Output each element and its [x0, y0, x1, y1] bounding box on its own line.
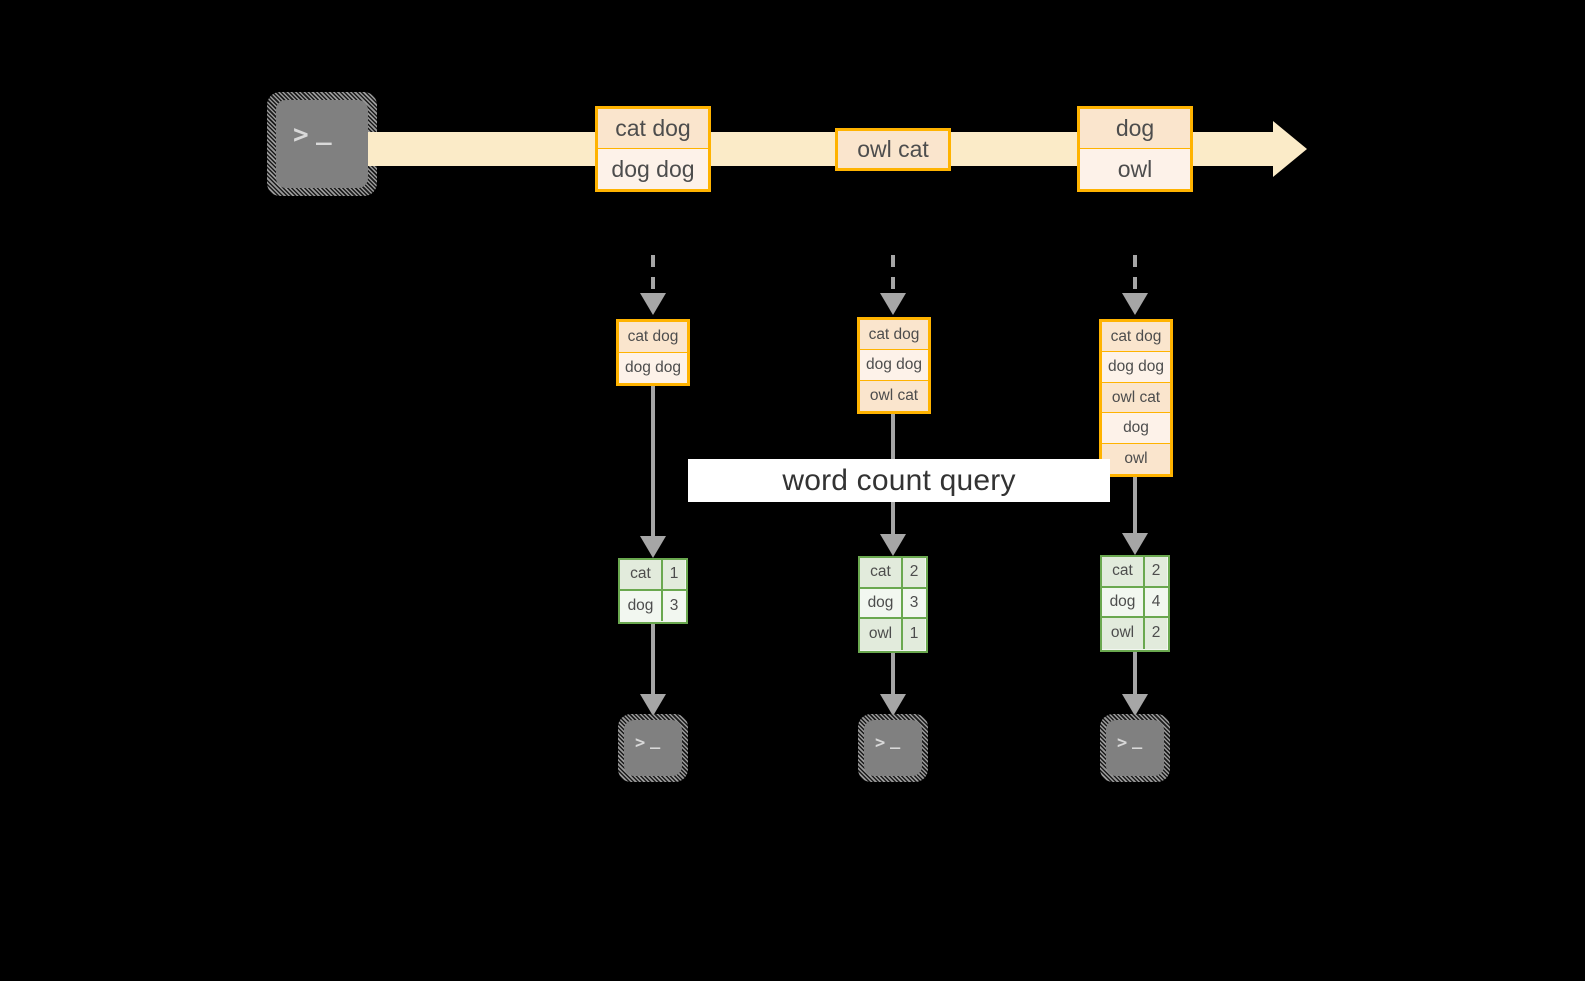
source-terminal-body	[276, 100, 368, 188]
input-row: dog dog	[860, 350, 928, 381]
sink-terminal-body-2	[864, 720, 922, 776]
feed-connector-line-1	[651, 255, 655, 295]
result-count-cell: 3	[663, 590, 685, 621]
table-row: cat 1	[620, 560, 686, 591]
query-band: word count query	[688, 459, 1110, 502]
sink-connector-line-1	[651, 624, 655, 696]
sink-terminal-cursor-glyph-1: _	[650, 730, 661, 750]
stream-record: owl	[1080, 149, 1190, 189]
feed-connector-arrowhead-1	[640, 293, 666, 315]
result-count-cell: 3	[903, 588, 925, 617]
sink-terminal-body-1	[624, 720, 682, 776]
query-connector-arrowhead-1	[640, 536, 666, 558]
input-row: cat dog	[860, 320, 928, 351]
input-row: dog dog	[619, 352, 687, 383]
sink-terminal-icon-2: > _	[858, 714, 928, 782]
table-row: owl 1	[860, 619, 926, 650]
stream-record: dog dog	[598, 149, 708, 189]
input-row: cat dog	[619, 322, 687, 353]
table-row: dog 3	[620, 590, 686, 621]
query-connector-arrowhead-3	[1122, 533, 1148, 555]
sink-connector-line-2	[891, 653, 895, 696]
result-word-cell: dog	[620, 590, 663, 621]
query-connector-arrowhead-2	[880, 534, 906, 556]
stream-batch-1: cat dog dog dog	[595, 106, 711, 192]
result-word-cell: cat	[1102, 557, 1145, 586]
stream-arrow-head	[1273, 121, 1307, 177]
feed-connector-arrowhead-3	[1122, 293, 1148, 315]
input-row: owl cat	[1102, 382, 1170, 414]
feed-connector-line-3	[1133, 255, 1137, 295]
input-table-3: cat dog dog dog owl cat dog owl	[1099, 319, 1173, 477]
result-word-cell: dog	[1102, 587, 1145, 616]
table-row: cat 2	[860, 558, 926, 589]
result-word-cell: dog	[860, 588, 903, 617]
table-row: dog 4	[1102, 587, 1168, 618]
sink-terminal-cursor-glyph-2: _	[890, 730, 901, 750]
sink-connector-arrowhead-2	[880, 694, 906, 716]
result-count-cell: 2	[1145, 618, 1167, 649]
sink-connector-line-3	[1133, 652, 1137, 696]
stream-record: owl cat	[838, 131, 948, 168]
result-word-cell: cat	[620, 560, 663, 589]
sink-terminal-prompt-glyph-3: >	[1117, 733, 1128, 753]
sink-terminal-prompt-glyph-2: >	[875, 733, 886, 753]
result-count-cell: 2	[903, 558, 925, 587]
result-table-2: cat 2 dog 3 owl 1	[858, 556, 928, 653]
query-connector-line-3	[1133, 477, 1137, 535]
sink-terminal-cursor-glyph-3: _	[1132, 730, 1143, 750]
input-row: owl	[1102, 443, 1170, 475]
result-word-cell: owl	[1102, 618, 1145, 649]
table-row: dog 3	[860, 588, 926, 619]
input-row: owl cat	[860, 380, 928, 411]
result-count-cell: 4	[1145, 587, 1167, 616]
result-count-cell: 1	[903, 619, 925, 650]
sink-terminal-icon-3: > _	[1100, 714, 1170, 782]
result-table-3: cat 2 dog 4 owl 2	[1100, 555, 1170, 652]
input-row: cat dog	[1102, 322, 1170, 353]
stream-record: dog	[1080, 109, 1190, 149]
stream-record: cat dog	[598, 109, 708, 149]
input-row: dog dog	[1102, 352, 1170, 383]
sink-terminal-prompt-glyph-1: >	[635, 733, 646, 753]
result-word-cell: owl	[860, 619, 903, 650]
stream-batch-2: owl cat	[835, 128, 951, 171]
result-count-cell: 2	[1145, 557, 1167, 586]
result-table-1: cat 1 dog 3	[618, 558, 688, 624]
result-count-cell: 1	[663, 560, 685, 589]
feed-connector-arrowhead-2	[880, 293, 906, 315]
result-word-cell: cat	[860, 558, 903, 587]
source-terminal-cursor-glyph: _	[316, 116, 333, 146]
table-row: owl 2	[1102, 618, 1168, 649]
source-terminal-prompt-glyph: >	[293, 120, 310, 150]
sink-connector-arrowhead-1	[640, 694, 666, 716]
sink-connector-arrowhead-3	[1122, 694, 1148, 716]
sink-terminal-icon-1: > _	[618, 714, 688, 782]
input-row: dog	[1102, 413, 1170, 444]
feed-connector-line-2	[891, 255, 895, 295]
source-terminal-icon: > _	[267, 92, 377, 196]
input-table-2: cat dog dog dog owl cat	[857, 317, 931, 414]
input-table-1: cat dog dog dog	[616, 319, 690, 386]
query-connector-line-1	[651, 386, 655, 538]
stream-batch-3: dog owl	[1077, 106, 1193, 192]
sink-terminal-body-3	[1106, 720, 1164, 776]
table-row: cat 2	[1102, 557, 1168, 588]
query-band-label: word count query	[782, 463, 1016, 497]
